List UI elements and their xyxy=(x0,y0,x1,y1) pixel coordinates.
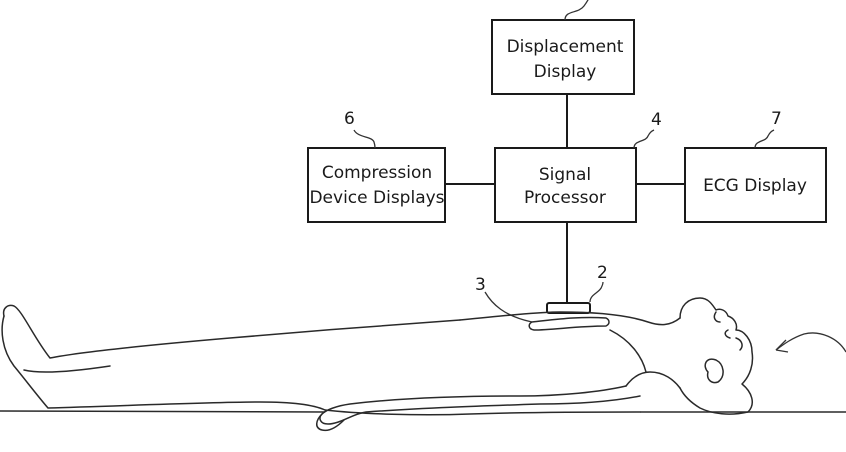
signal-processor-label-line2: Processor xyxy=(524,188,606,208)
strip-ref: 3 xyxy=(475,275,486,295)
ecg-display-ref-leader xyxy=(755,130,774,148)
arm-outline xyxy=(320,386,640,424)
sensor-ref-leader xyxy=(590,282,603,302)
ear-outline xyxy=(705,359,723,382)
legs-lower-outline xyxy=(2,316,325,410)
back-outline xyxy=(325,410,640,415)
signal-processor-block: Signal Processor 4 xyxy=(495,110,662,222)
compression-device-box xyxy=(308,148,445,222)
leg-inner-line xyxy=(24,366,110,372)
head-outline xyxy=(680,298,753,414)
sensor-ref: 2 xyxy=(597,263,608,283)
displacement-display-label-line1: Displacement xyxy=(507,37,624,57)
ecg-display-label: ECG Display xyxy=(703,176,807,196)
compression-device-ref-leader xyxy=(354,130,375,148)
signal-processor-box xyxy=(495,148,636,222)
patient-figure xyxy=(0,298,846,430)
displacement-display-box xyxy=(492,20,634,94)
shoulder-outline xyxy=(626,372,680,388)
ecg-display-block: ECG Display 7 xyxy=(685,109,826,222)
ecg-display-ref: 7 xyxy=(771,109,782,129)
compression-device-label-line1: Compression xyxy=(322,163,432,183)
legs-outline xyxy=(4,305,460,358)
displacement-ref-leader xyxy=(565,0,589,20)
floor-line xyxy=(0,411,325,412)
displacement-display-label-line2: Display xyxy=(534,62,597,82)
signal-processor-label-line1: Signal xyxy=(539,165,591,185)
displacement-display-block: Displacement Display xyxy=(492,0,634,94)
torso-contour xyxy=(610,330,646,372)
compression-device-ref: 6 xyxy=(344,109,355,129)
signal-processor-ref: 4 xyxy=(651,110,662,130)
chest-strip xyxy=(529,317,609,330)
compression-device-block: Compression Device Displays 6 xyxy=(308,109,445,222)
face-detail xyxy=(714,312,742,350)
head-pointer-arrow xyxy=(776,333,846,352)
signal-processor-ref-leader xyxy=(634,130,654,148)
compression-device-label-line2: Device Displays xyxy=(309,188,444,208)
